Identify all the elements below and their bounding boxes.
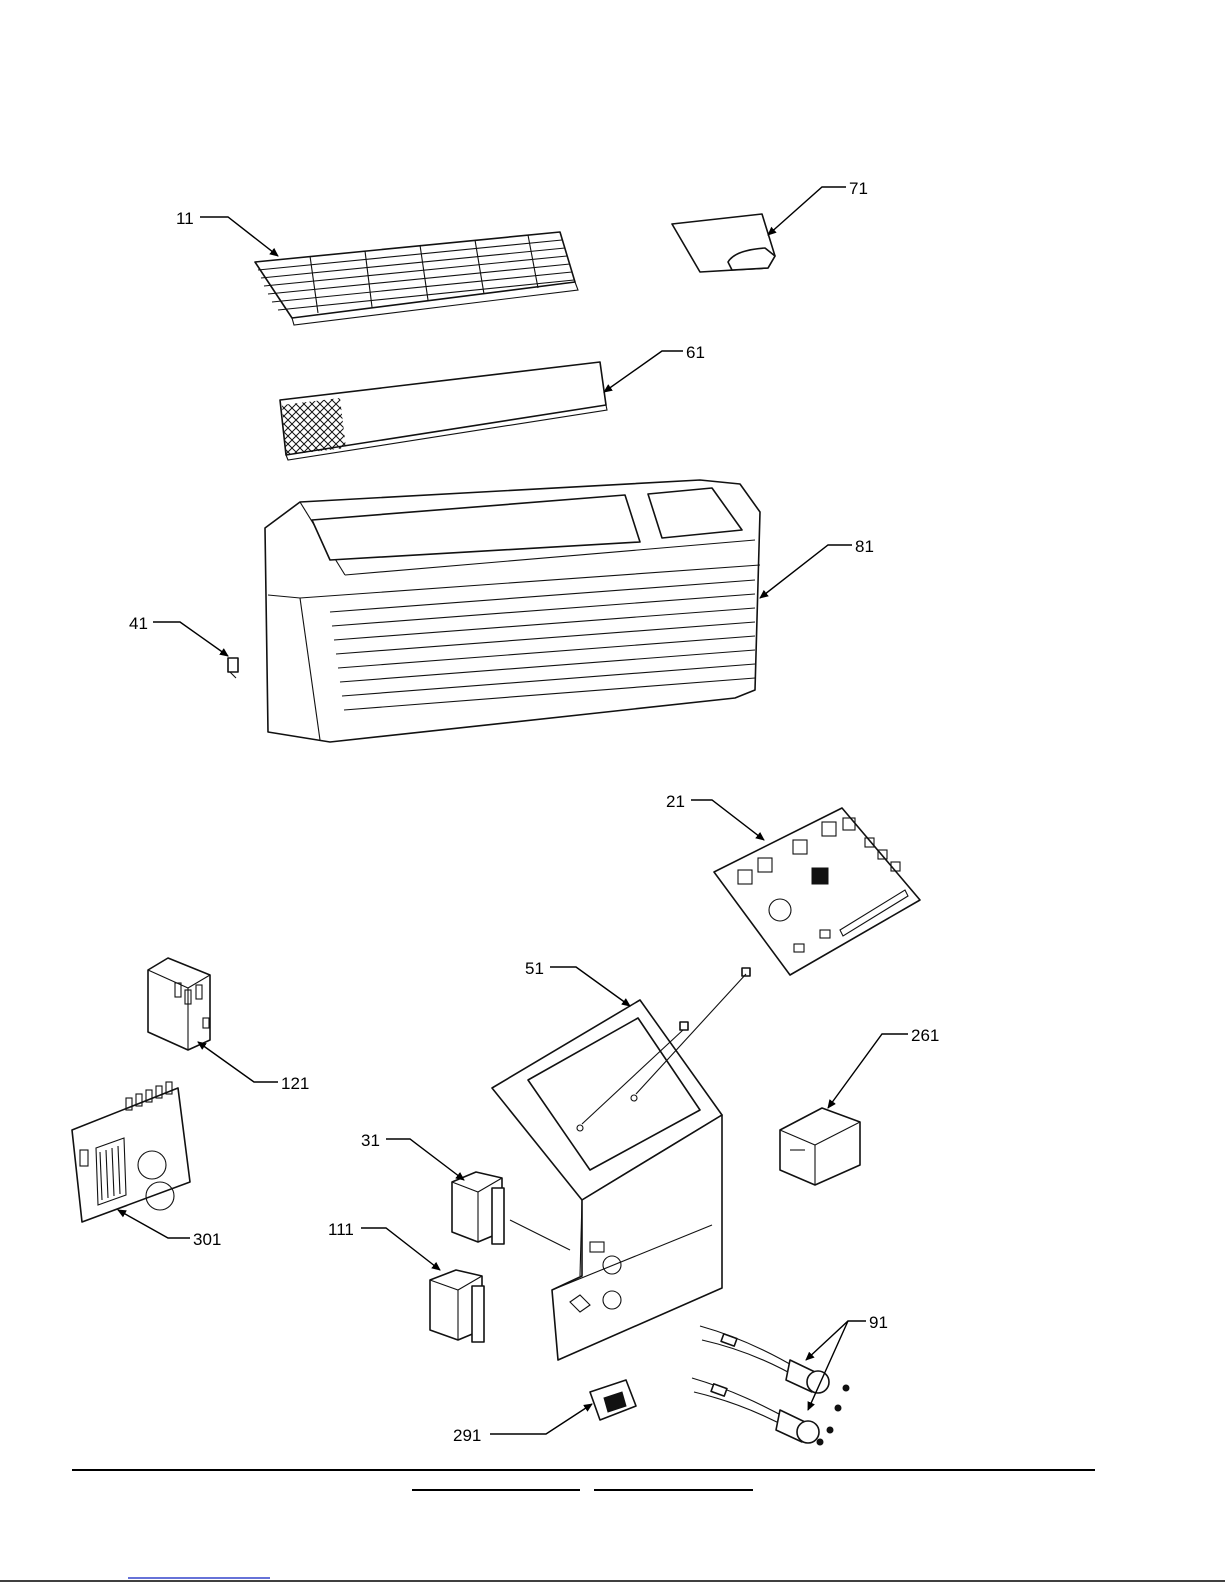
callout-111: 111 bbox=[328, 1220, 354, 1239]
callout-121: 121 bbox=[281, 1074, 309, 1093]
callout-91: 91 bbox=[869, 1313, 888, 1332]
fuse-holder-set bbox=[692, 1326, 849, 1445]
callout-41: 41 bbox=[129, 614, 148, 633]
callout-21: 21 bbox=[666, 792, 685, 811]
callout-61: 61 bbox=[686, 343, 705, 362]
front-grille bbox=[255, 232, 578, 325]
access-door bbox=[672, 214, 775, 272]
transformer-upper bbox=[452, 1172, 570, 1250]
capacitor-block bbox=[780, 1108, 860, 1185]
callout-291: 291 bbox=[453, 1426, 481, 1445]
transformer-lower bbox=[430, 1270, 484, 1342]
callout-31: 31 bbox=[361, 1131, 380, 1150]
control-board bbox=[714, 808, 920, 975]
callout-labels: 11 71 61 81 41 21 51 261 121 301 31 111 … bbox=[129, 179, 939, 1445]
relay bbox=[148, 958, 210, 1050]
air-filter bbox=[280, 362, 607, 460]
callout-51: 51 bbox=[525, 959, 544, 978]
footer-rules bbox=[0, 1470, 1225, 1581]
callout-81: 81 bbox=[855, 537, 874, 556]
callout-71: 71 bbox=[849, 179, 868, 198]
power-board bbox=[72, 1082, 190, 1222]
front-cabinet bbox=[265, 480, 760, 742]
clip-part bbox=[228, 658, 238, 678]
control-box bbox=[492, 968, 750, 1360]
rocker-switch bbox=[590, 1380, 636, 1420]
callout-261: 261 bbox=[911, 1026, 939, 1045]
callout-11: 11 bbox=[176, 209, 194, 228]
callout-301: 301 bbox=[193, 1230, 221, 1249]
